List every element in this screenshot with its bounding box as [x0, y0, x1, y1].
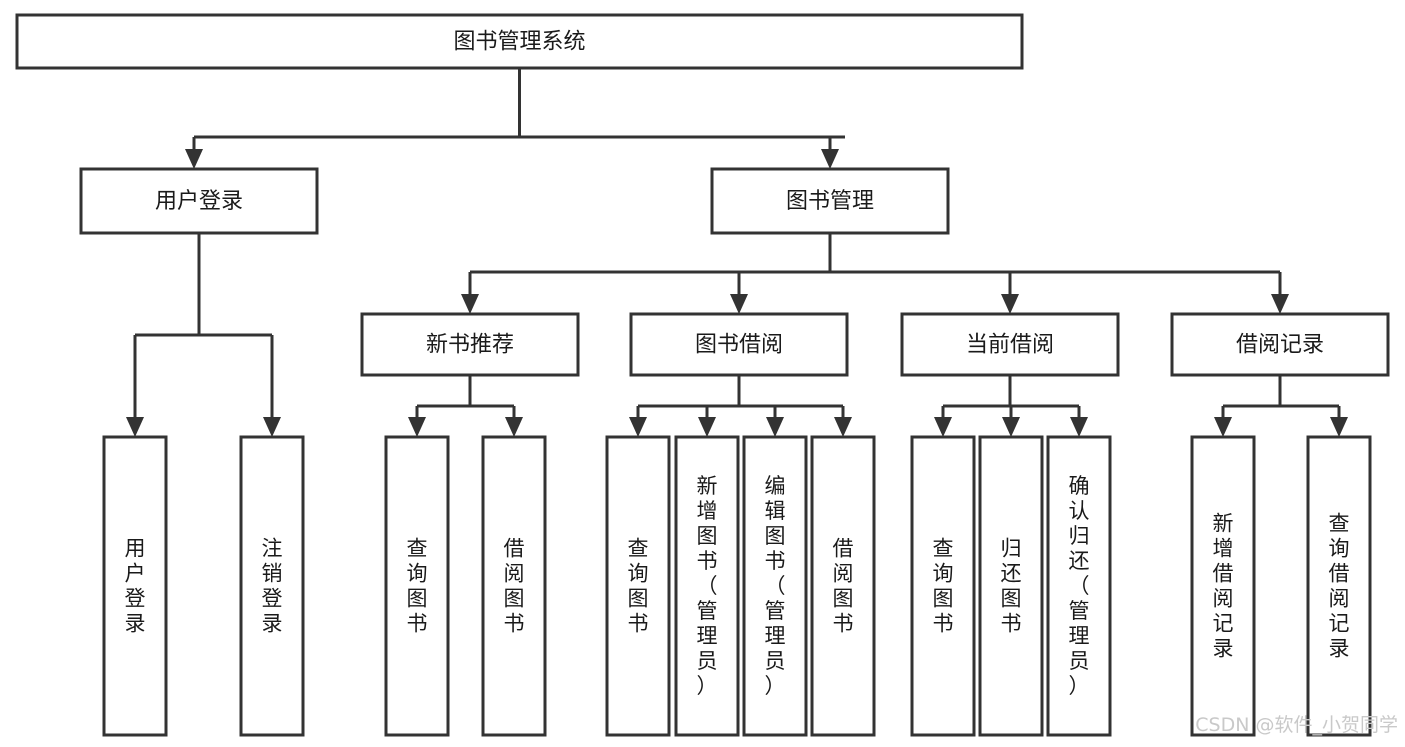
- node-box-leaf-add-record[interactable]: [1190, 435, 1256, 737]
- arrow-head-icon: [185, 149, 203, 169]
- node-leaf-query-record[interactable]: 查询借阅记录: [1306, 435, 1372, 737]
- connector-root-to-level2: [185, 68, 845, 169]
- node-box-user-login[interactable]: [79, 167, 319, 235]
- node-box-current-borrow[interactable]: [900, 312, 1120, 377]
- node-leaf-return-book[interactable]: 归还图书: [978, 435, 1044, 737]
- node-borrow-record[interactable]: 借阅记录: [1170, 312, 1390, 377]
- connector-bookmanage-to-level3: [461, 233, 1289, 314]
- node-label-leaf-add-book: 新增图书（管理员）: [697, 474, 718, 698]
- node-box-leaf-user-login[interactable]: [102, 435, 168, 737]
- node-leaf-query-book-rec[interactable]: 查询图书: [384, 435, 450, 737]
- node-label-leaf-user-logout: 注销登录: [262, 537, 283, 636]
- connector-userlogin-to-leaves: [126, 233, 281, 437]
- node-label-leaf-return-book: 归还图书: [1001, 537, 1022, 636]
- csdn-watermark: CSDN @软件_小贺同学: [1195, 714, 1398, 736]
- node-label-leaf-borrow-book: 借阅图书: [833, 537, 854, 636]
- node-label-book-borrow: 图书借阅: [695, 333, 783, 358]
- connector-currentborrow-to-leaves: [934, 375, 1088, 437]
- arrow-head-icon: [1001, 294, 1019, 314]
- arrow-head-icon: [1214, 417, 1232, 437]
- node-box-leaf-borrow-book-rec[interactable]: [481, 435, 547, 737]
- node-new-book-rec[interactable]: 新书推荐: [360, 312, 580, 377]
- connector-bookborrow-to-leaves: [629, 375, 852, 437]
- connector-borrowrecord-to-leaves: [1214, 375, 1348, 437]
- connector-line: [468, 233, 1282, 305]
- node-box-leaf-confirm-return[interactable]: [1046, 435, 1112, 737]
- node-root[interactable]: 图书管理系统: [15, 13, 1024, 70]
- arrow-head-icon: [766, 417, 784, 437]
- arrow-head-icon: [126, 417, 144, 437]
- node-box-new-book-rec[interactable]: [360, 312, 580, 377]
- node-box-leaf-edit-book[interactable]: [742, 435, 808, 737]
- arrow-head-icon: [821, 149, 839, 169]
- nodes-layer: 图书管理系统用户登录图书管理新书推荐图书借阅当前借阅借阅记录用户登录注销登录查询…: [15, 13, 1390, 737]
- node-box-leaf-borrow-book[interactable]: [810, 435, 876, 737]
- arrow-head-icon: [934, 417, 952, 437]
- node-leaf-confirm-return[interactable]: 确认归还（管理员）: [1046, 435, 1112, 737]
- connector-newbookrec-to-leaves: [408, 375, 523, 437]
- arrow-head-icon: [408, 417, 426, 437]
- node-leaf-add-book[interactable]: 新增图书（管理员）: [674, 435, 740, 737]
- node-box-book-borrow[interactable]: [629, 312, 849, 377]
- node-box-leaf-query-record[interactable]: [1306, 435, 1372, 737]
- node-label-leaf-user-login: 用户登录: [125, 537, 146, 636]
- node-box-leaf-user-logout[interactable]: [239, 435, 305, 737]
- arrow-head-icon: [1002, 417, 1020, 437]
- node-label-leaf-borrow-book-rec: 借阅图书: [504, 537, 525, 636]
- node-label-leaf-add-record: 新增借阅记录: [1213, 512, 1234, 661]
- node-leaf-edit-book[interactable]: 编辑图书（管理员）: [742, 435, 808, 737]
- node-box-leaf-query-book-rec[interactable]: [384, 435, 450, 737]
- node-box-book-manage[interactable]: [710, 167, 950, 235]
- node-box-leaf-query-book-cur[interactable]: [910, 435, 976, 737]
- node-box-leaf-return-book[interactable]: [978, 435, 1044, 737]
- node-box-leaf-add-book[interactable]: [674, 435, 740, 737]
- arrow-head-icon: [1070, 417, 1088, 437]
- node-leaf-query-book-borrow[interactable]: 查询图书: [605, 435, 671, 737]
- arrow-head-icon: [834, 417, 852, 437]
- node-user-login[interactable]: 用户登录: [79, 167, 319, 235]
- connectors-layer: [126, 68, 1348, 437]
- connector-line: [415, 375, 516, 428]
- node-book-manage[interactable]: 图书管理: [710, 167, 950, 235]
- connector-line: [133, 233, 274, 428]
- arrow-head-icon: [1330, 417, 1348, 437]
- arrow-head-icon: [629, 417, 647, 437]
- connector-line: [1221, 375, 1341, 428]
- node-label-leaf-query-book-rec: 查询图书: [407, 537, 428, 636]
- node-leaf-borrow-book-rec[interactable]: 借阅图书: [481, 435, 547, 737]
- node-box-borrow-record[interactable]: [1170, 312, 1390, 377]
- node-label-book-manage: 图书管理: [786, 189, 874, 214]
- arrow-head-icon: [1271, 294, 1289, 314]
- node-leaf-user-logout[interactable]: 注销登录: [239, 435, 305, 737]
- connector-line: [192, 68, 845, 160]
- node-label-root: 图书管理系统: [453, 30, 585, 55]
- node-leaf-query-book-cur[interactable]: 查询图书: [910, 435, 976, 737]
- arrow-head-icon: [698, 417, 716, 437]
- arrow-head-icon: [461, 294, 479, 314]
- node-label-leaf-edit-book: 编辑图书（管理员）: [765, 474, 786, 698]
- node-book-borrow[interactable]: 图书借阅: [629, 312, 849, 377]
- node-label-current-borrow: 当前借阅: [966, 333, 1054, 358]
- arrow-head-icon: [505, 417, 523, 437]
- node-label-borrow-record: 借阅记录: [1236, 333, 1324, 358]
- arrow-head-icon: [730, 294, 748, 314]
- node-leaf-borrow-book[interactable]: 借阅图书: [810, 435, 876, 737]
- node-label-leaf-query-record: 查询借阅记录: [1329, 512, 1350, 661]
- node-label-leaf-confirm-return: 确认归还（管理员）: [1069, 474, 1090, 698]
- node-leaf-user-login[interactable]: 用户登录: [102, 435, 168, 737]
- node-label-new-book-rec: 新书推荐: [426, 333, 514, 358]
- node-box-root[interactable]: [15, 13, 1024, 70]
- node-label-user-login: 用户登录: [155, 189, 243, 214]
- node-box-leaf-query-book-borrow[interactable]: [605, 435, 671, 737]
- node-current-borrow[interactable]: 当前借阅: [900, 312, 1120, 377]
- arrow-head-icon: [263, 417, 281, 437]
- node-label-leaf-query-book-cur: 查询图书: [933, 537, 954, 636]
- node-leaf-add-record[interactable]: 新增借阅记录: [1190, 435, 1256, 737]
- node-label-leaf-query-book-borrow: 查询图书: [628, 537, 649, 636]
